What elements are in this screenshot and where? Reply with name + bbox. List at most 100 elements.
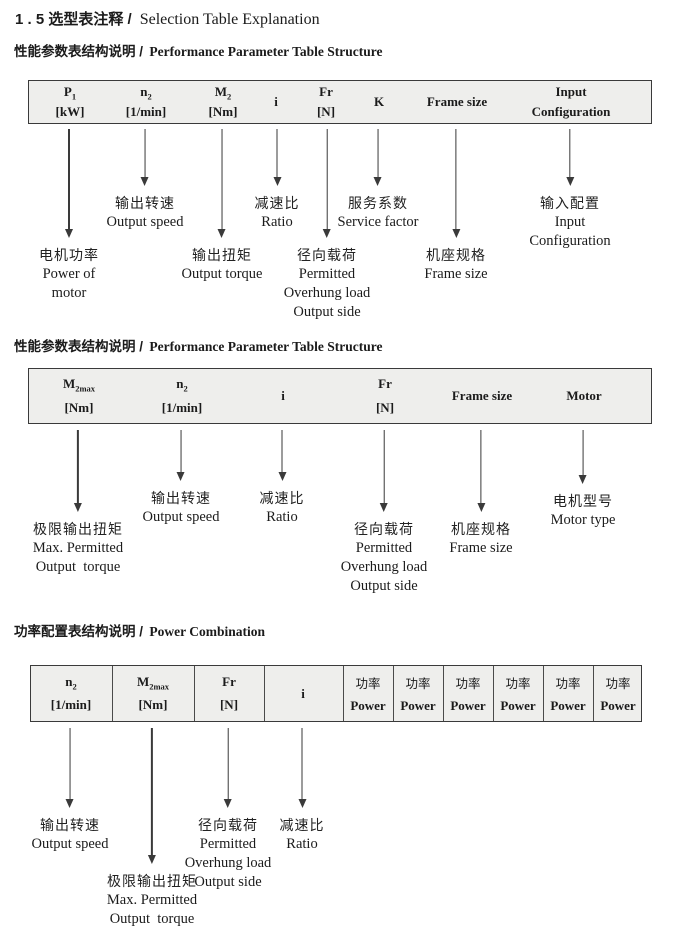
header-symbol: Fr <box>319 84 333 100</box>
down-arrow-icon <box>377 129 379 178</box>
down-arrow-icon <box>569 129 571 178</box>
annotation-line: 输出转速 <box>150 490 211 506</box>
power-label-cn: 功率 <box>605 676 631 691</box>
annotation-line: 输出转速 <box>39 817 100 833</box>
annotation-line: Frame size <box>424 266 488 282</box>
header-unit: Configuration <box>531 103 611 119</box>
header-cell-k: K <box>374 81 384 123</box>
annotation-line: motor <box>51 285 87 301</box>
header-cell-frame-size: Frame size <box>427 81 487 123</box>
header-symbol: i <box>281 388 285 403</box>
power-label-en: Power <box>450 698 486 714</box>
header-cell-i: i <box>274 81 278 123</box>
section1-heading: 性能参数表结构说明 / Performance Parameter Table … <box>14 40 382 60</box>
page-title: 1 . 5 选型表注释 / Selection Table Explanatio… <box>15 8 320 29</box>
annotation-overhung-load: 径向载荷 Permitted Overhung load Output side <box>283 129 371 322</box>
annotation-output-speed: 输出转速 Output speed <box>142 430 220 527</box>
annotation-line: Output speed <box>31 836 109 852</box>
section2-heading-cn: 性能参数表结构说明 / <box>14 339 144 354</box>
power-label-en: Power <box>400 698 436 714</box>
annotation-output-speed: 输出转速 Output speed <box>107 129 183 232</box>
performance-parameter-table-2: M2max [Nm] n2 [1/min] i Fr [N] Frame siz… <box>28 368 652 424</box>
column-divider <box>112 666 113 721</box>
column-divider <box>543 666 544 721</box>
annotation-line: Ratio <box>286 836 318 852</box>
annotation-line: Max. Permitted <box>32 540 124 556</box>
header-symbol: M2 <box>214 84 232 102</box>
power-label-en: Power <box>350 698 386 714</box>
column-divider <box>264 666 265 721</box>
header-cell-n2: n2 [1/min] <box>51 666 91 721</box>
down-arrow-icon <box>180 430 182 473</box>
header-cell-m2max: M2max [Nm] <box>137 666 169 721</box>
annotation-service-factor: 服务系数 Service factor <box>338 129 418 232</box>
header-cell-power-6: 功率 Power <box>600 666 635 721</box>
header-cell-power-2: 功率 Power <box>400 666 435 721</box>
annotation-line: Output side <box>194 874 262 890</box>
page-title-en: Selection Table Explanation <box>139 11 320 28</box>
annotation-line: Overhung load <box>283 285 371 301</box>
down-arrow-icon <box>227 728 229 800</box>
header-cell-motor: Motor <box>566 369 601 423</box>
annotation-ratio: 减速比 Ratio <box>280 728 325 854</box>
header-symbol: Frame size <box>451 388 513 403</box>
annotation-ratio: 减速比 Ratio <box>255 129 300 232</box>
down-arrow-icon <box>301 728 303 800</box>
annotation-line: Power of <box>42 266 96 282</box>
down-arrow-icon <box>582 430 584 476</box>
annotation-line: Output side <box>293 304 361 320</box>
annotation-max-output-torque: 极限输出扭矩 Max. Permitted Output torque <box>33 430 123 577</box>
down-arrow-icon <box>68 129 70 230</box>
annotation-line: Overhung load <box>340 559 428 575</box>
annotation-line: 服务系数 <box>347 195 408 211</box>
header-symbol: Fr <box>222 673 236 689</box>
annotation-line: 输出转速 <box>114 195 175 211</box>
header-cell-i: i <box>301 666 305 721</box>
power-combination-table: n2 [1/min] M2max [Nm] Fr [N] i 功率 Power … <box>30 665 642 722</box>
header-cell-power-4: 功率 Power <box>500 666 535 721</box>
annotation-line: Ratio <box>261 214 293 230</box>
annotation-line: Permitted <box>298 266 356 282</box>
annotation-frame-size: 机座规格 Frame size <box>424 129 488 284</box>
header-unit: [N] <box>316 103 336 119</box>
header-symbol: Motor <box>566 388 602 403</box>
annotation-line: 输入配置 <box>539 195 600 211</box>
section3-heading-en: Power Combination <box>149 624 266 639</box>
annotation-overhung-load: 径向载荷 Permitted Overhung load Output side <box>340 430 428 596</box>
header-cell-n2: n2 [1/min] <box>162 369 202 423</box>
header-cell-p1: P1 [kW] <box>56 81 85 123</box>
header-unit: [N] <box>219 697 239 713</box>
column-divider <box>443 666 444 721</box>
header-symbol: n2 <box>140 84 152 102</box>
annotation-motor-type: 电机型号 Motor type <box>551 430 615 530</box>
power-label-cn: 功率 <box>555 676 581 691</box>
annotation-line: 电机功率 <box>39 247 99 263</box>
page-title-cn: 1 . 5 选型表注释 / <box>15 11 132 28</box>
header-cell-fr: Fr [N] <box>220 666 238 721</box>
header-symbol: M2max <box>62 376 96 394</box>
performance-parameter-table-1: P1 [kW] n2 [1/min] M2 [Nm] i Fr [N] K Fr… <box>28 80 652 124</box>
header-symbol: P1 <box>63 84 77 102</box>
down-arrow-icon <box>383 430 385 504</box>
annotation-line: Ratio <box>266 509 298 525</box>
column-divider <box>194 666 195 721</box>
header-cell-power-5: 功率 Power <box>550 666 585 721</box>
section1-heading-en: Performance Parameter Table Structure <box>149 44 383 59</box>
annotation-line: 极限输出扭矩 <box>107 873 197 889</box>
header-cell-m2max: M2max [Nm] <box>63 369 95 423</box>
section2-heading: 性能参数表结构说明 / Performance Parameter Table … <box>14 335 382 355</box>
header-cell-m2: M2 [Nm] <box>209 81 238 123</box>
annotation-line: Output side <box>350 578 418 594</box>
header-unit: [N] <box>375 399 395 415</box>
header-symbol: M2max <box>136 673 170 692</box>
annotation-line: 减速比 <box>279 817 325 833</box>
header-cell-i: i <box>281 369 285 423</box>
down-arrow-icon <box>77 430 79 504</box>
annotation-line: Output speed <box>142 509 220 525</box>
header-unit: [Nm] <box>208 103 238 119</box>
header-symbol: Input <box>555 84 587 100</box>
header-cell-fr: Fr [N] <box>317 81 335 123</box>
section3-heading-cn: 功率配置表结构说明 / <box>14 624 144 639</box>
section3-heading: 功率配置表结构说明 / Power Combination <box>14 620 265 640</box>
annotation-line: 径向载荷 <box>296 247 357 263</box>
